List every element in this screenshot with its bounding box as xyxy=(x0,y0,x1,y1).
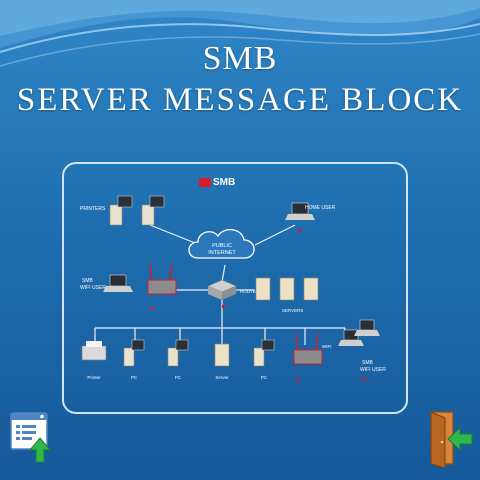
smb-mini-logo-icon xyxy=(363,378,366,381)
router-label: ROUTER xyxy=(240,289,260,294)
page-title: SMB xyxy=(202,40,278,77)
top-right-group-label: HOME USER xyxy=(305,205,336,211)
cloud-label-1: PUBLIC xyxy=(212,243,232,249)
smb-logo-mark-icon xyxy=(199,178,211,187)
laptop-icon xyxy=(354,319,380,336)
bottom-server-label: Server xyxy=(215,375,229,380)
laptop-icon xyxy=(285,202,315,220)
network-diagram-frame xyxy=(62,162,408,414)
wifi-label: WIFI xyxy=(322,344,332,349)
smb-logo: SMB xyxy=(199,177,235,188)
smb-mini-logo-icon xyxy=(296,378,299,381)
internet-cloud-icon xyxy=(188,229,255,259)
top-left-group-label: PRINTERS xyxy=(80,206,106,212)
servers-label: SERVERS xyxy=(282,308,303,313)
router-icon xyxy=(207,279,237,300)
printer-label: Printer xyxy=(87,375,101,380)
printer-icon xyxy=(81,341,107,361)
workstation-2-label: PC xyxy=(175,375,182,380)
cloud-label-2: INTERNET xyxy=(208,250,236,256)
left-laptop-label: SMB xyxy=(82,278,94,284)
page-subtitle: SERVER MESSAGE BLOCK xyxy=(16,82,464,118)
server-icon xyxy=(279,277,295,301)
door-exit-icon[interactable] xyxy=(428,410,474,468)
server-icon xyxy=(303,277,319,301)
smb-mini-logo-icon xyxy=(222,305,225,308)
workstation-1-label: PC xyxy=(131,375,138,380)
wireless-router-icon xyxy=(293,333,323,365)
desktop-computer-icon xyxy=(123,339,145,367)
laptop-icon xyxy=(103,274,133,292)
header-wave-decoration xyxy=(0,0,480,67)
wireless-router-icon xyxy=(147,263,177,295)
server-icon xyxy=(214,343,230,367)
server-icon xyxy=(255,277,271,301)
mobile-user-sublabel: WIFI USER xyxy=(360,367,386,373)
smb-mini-logo-icon xyxy=(298,229,301,232)
window-upload-icon[interactable] xyxy=(10,412,54,464)
mobile-user-label: SMB xyxy=(362,360,374,366)
workstation-3-label: PC xyxy=(261,375,268,380)
desktop-computer-icon xyxy=(109,195,133,226)
smb-logo-text: SMB xyxy=(213,177,236,188)
smb-mini-logo-icon xyxy=(150,307,153,310)
left-laptop-sublabel: WIFI USER xyxy=(80,285,106,291)
desktop-computer-icon xyxy=(167,339,189,367)
desktop-computer-icon xyxy=(141,195,165,226)
desktop-computer-icon xyxy=(253,339,275,367)
